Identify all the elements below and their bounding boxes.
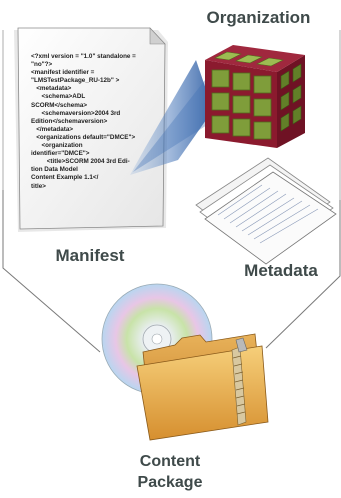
manifest-code-line: "no"?> [31,61,53,69]
manifest-code-line: </metadata> [31,125,74,133]
manifest-code-line: title> [31,182,46,190]
content-package-label-line2: Package [137,474,203,491]
manifest-code-line: SCORM</schema> [31,101,87,109]
manifest-code-line: <organizations default="DMCE"> [31,133,136,141]
manifest-code-line: <manifest identifier = [31,69,95,77]
frame-edges [2,30,341,200]
manifest-code-line: identifier="DMCE"> [31,150,90,158]
manifest-code-line: tion Data Model [31,166,78,174]
organization-label: Organization [206,8,311,27]
manifest-code-line: Content Example 1.1</ [31,174,99,182]
manifest-label: Manifest [55,246,125,265]
manifest-code-line: <schemaversion>2004 3rd [31,109,121,117]
manifest-document-icon [14,27,168,232]
manifest-code-line: <metadata> [31,85,72,93]
manifest-code-line: Edition</schemaversion> [31,117,108,125]
manifest-code: <?xml version = "1.0" standalone ="no"?>… [20,33,165,228]
manifest-code-line: <organization [31,142,83,150]
folder-icon [136,333,269,441]
highlight-beam [130,60,213,175]
manifest-code-line: "LMSTestPackage_RU-12b" > [31,77,120,85]
content-package-label-line1: Content [139,453,201,470]
metadata-label: Metadata [244,261,318,280]
manifest-code-line: <title>SCORM 2004 3rd Edi- [31,158,130,166]
frame-lines [2,190,341,353]
manifest-code-line: <schema>ADL [31,93,86,101]
manifest-code-line: <?xml version = "1.0" standalone = [31,53,136,60]
metadata-pages-icon [195,157,337,265]
organization-cube-icon [205,45,305,148]
content-package-label: Content Package [100,451,240,493]
